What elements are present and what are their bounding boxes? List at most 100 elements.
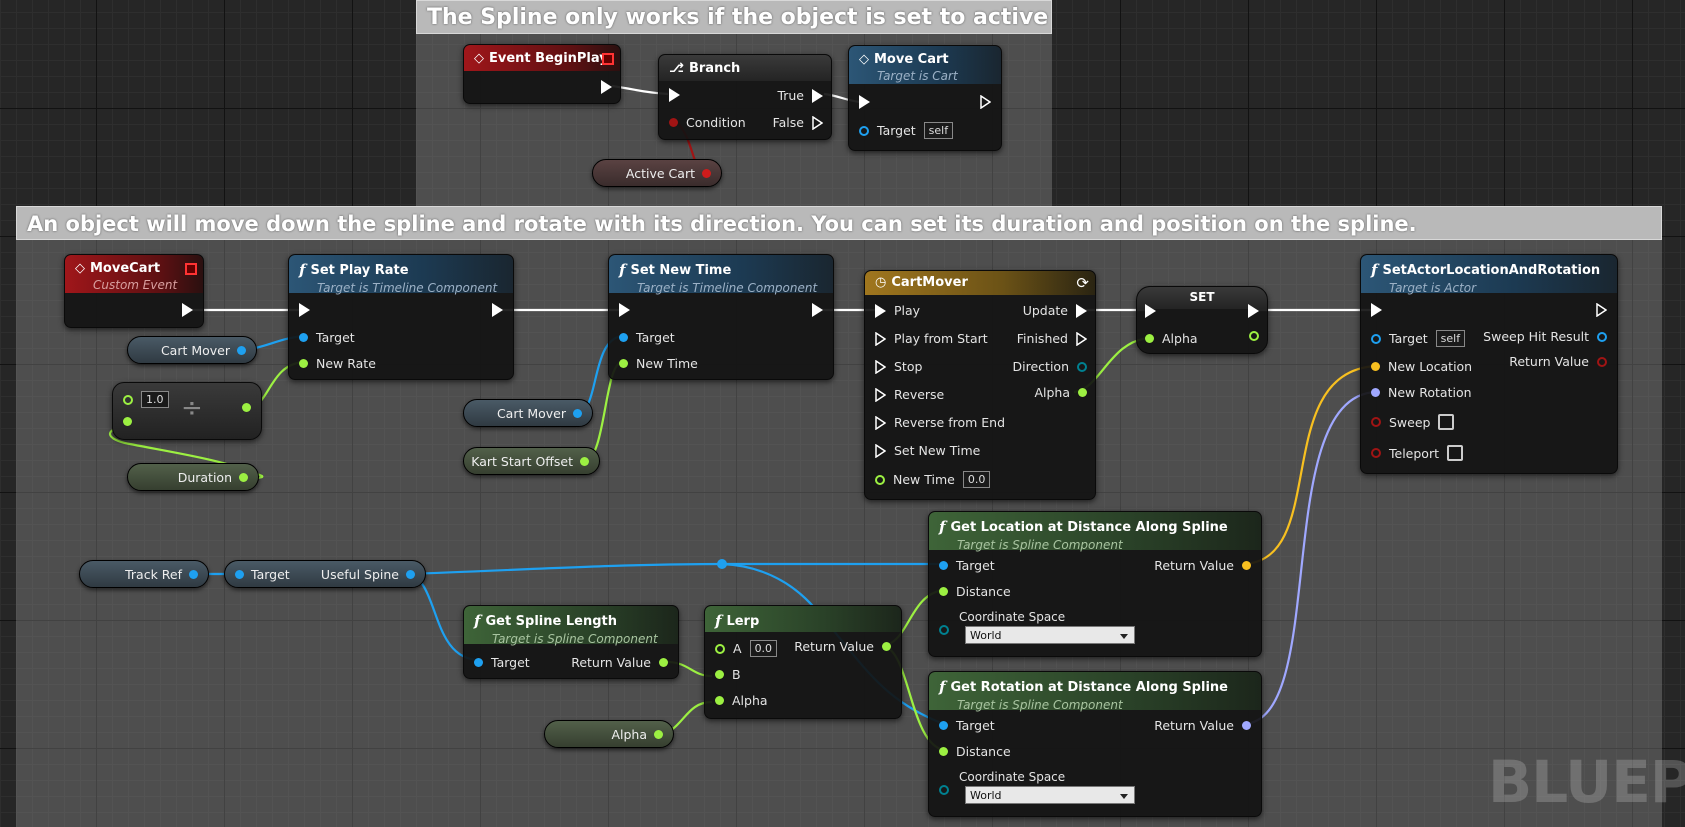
update-pin[interactable]: [1076, 303, 1087, 318]
exec-out-pin[interactable]: [980, 95, 991, 109]
exec-out-pin[interactable]: [1248, 304, 1259, 318]
alpha-pin[interactable]: [1078, 388, 1087, 397]
exec-in-pin[interactable]: [859, 95, 870, 109]
return-value-pin[interactable]: [1242, 721, 1251, 730]
node-movecart-event[interactable]: ◇MoveCart Custom Event: [64, 254, 204, 328]
a-value[interactable]: 0.0: [749, 640, 778, 657]
distance-pin[interactable]: [939, 747, 948, 756]
var-kart-start-offset[interactable]: Kart Start Offset: [463, 447, 600, 475]
finished-pin[interactable]: [1076, 331, 1087, 346]
new-time-pin[interactable]: [875, 474, 885, 485]
exec-in-pin[interactable]: [619, 303, 630, 317]
exec-out-pin[interactable]: [182, 303, 193, 317]
node-cartmover-timeline[interactable]: ◷CartMover ⟳ Play Play from Start Stop R…: [864, 270, 1096, 500]
float-out-pin[interactable]: [654, 729, 663, 739]
alpha-in-pin[interactable]: [1145, 334, 1154, 343]
a-pin[interactable]: [715, 643, 725, 654]
alpha-pin[interactable]: [715, 696, 724, 705]
teleport-pin[interactable]: [1371, 448, 1381, 458]
new-rate-pin[interactable]: [299, 359, 308, 368]
target-pin[interactable]: [299, 333, 308, 342]
play-pin[interactable]: [875, 303, 886, 318]
target-pin[interactable]: [859, 125, 869, 136]
alpha-out-pin[interactable]: [1249, 331, 1259, 341]
coord-pin[interactable]: [939, 785, 949, 795]
exec-in-pin[interactable]: [1145, 304, 1156, 318]
a-pin[interactable]: [123, 394, 133, 405]
node-useful-spine[interactable]: Target Useful Spine: [224, 560, 426, 588]
target-pin[interactable]: [939, 721, 948, 730]
var-cart-mover-1[interactable]: Cart Mover: [127, 336, 257, 364]
var-alpha[interactable]: Alpha: [544, 720, 674, 748]
target-pin[interactable]: [474, 658, 483, 667]
node-event-beginplay[interactable]: ◇Event BeginPlay: [463, 44, 621, 104]
reverse-from-end-pin[interactable]: [875, 415, 886, 430]
return-value-pin[interactable]: [1597, 356, 1607, 367]
target-pin[interactable]: [1371, 333, 1381, 344]
divide-out-pin[interactable]: [242, 403, 251, 412]
distance-pin[interactable]: [939, 587, 948, 596]
return-value-pin[interactable]: [659, 658, 668, 667]
var-duration[interactable]: Duration: [127, 463, 259, 491]
coordinate-space-select[interactable]: World: [965, 626, 1135, 644]
new-time-pin[interactable]: [619, 359, 628, 368]
new-location-pin[interactable]: [1371, 362, 1380, 371]
exec-in-pin[interactable]: [669, 88, 680, 102]
target-value[interactable]: self: [923, 122, 954, 139]
sweep-pin[interactable]: [1371, 417, 1381, 427]
target-value[interactable]: self: [1435, 330, 1466, 347]
exec-in-pin[interactable]: [1371, 303, 1382, 317]
exec-out-pin[interactable]: [1596, 303, 1607, 317]
target-pin[interactable]: [939, 561, 948, 570]
return-value-pin[interactable]: [882, 642, 891, 651]
node-branch[interactable]: ⎇Branch True Condition False: [658, 54, 832, 140]
direction-pin[interactable]: [1077, 361, 1087, 372]
object-out-pin[interactable]: [189, 569, 198, 579]
exec-out-pin[interactable]: [812, 303, 823, 317]
reverse-pin[interactable]: [875, 387, 886, 402]
sweep-hit-pin[interactable]: [1597, 331, 1607, 342]
coordinate-space-select[interactable]: World: [965, 786, 1135, 804]
exec-out-pin[interactable]: [492, 303, 503, 317]
var-active-cart[interactable]: Active Cart: [592, 159, 722, 187]
new-rotation-pin[interactable]: [1371, 388, 1380, 397]
sweep-checkbox[interactable]: [1438, 414, 1455, 430]
b-pin[interactable]: [123, 417, 132, 426]
teleport-checkbox[interactable]: [1447, 445, 1463, 461]
node-divide[interactable]: 1.0 ÷: [112, 382, 262, 440]
play-from-start-pin[interactable]: [875, 331, 886, 346]
condition-pin[interactable]: [669, 118, 678, 127]
object-out-pin[interactable]: [237, 345, 246, 355]
object-out-pin[interactable]: [573, 408, 582, 418]
delegate-pin-icon[interactable]: [602, 53, 614, 65]
coord-pin[interactable]: [939, 625, 949, 635]
node-set[interactable]: SET Alpha: [1136, 286, 1268, 354]
var-cart-mover-2[interactable]: Cart Mover: [463, 399, 593, 427]
return-value-pin[interactable]: [1242, 561, 1251, 570]
exec-out-pin[interactable]: [601, 80, 612, 94]
spine-out-pin[interactable]: [406, 569, 415, 579]
exec-in-pin[interactable]: [299, 303, 310, 317]
true-pin[interactable]: [812, 88, 823, 103]
stop-pin[interactable]: [875, 359, 886, 374]
var-track-ref[interactable]: Track Ref: [79, 560, 209, 588]
float-out-pin[interactable]: [580, 456, 589, 466]
false-pin[interactable]: [812, 115, 823, 130]
target-pin[interactable]: [619, 333, 628, 342]
new-time-value[interactable]: 0.0: [962, 471, 991, 488]
delegate-pin-icon[interactable]: [185, 263, 197, 275]
set-new-time-pin[interactable]: [875, 443, 886, 458]
bool-out-pin[interactable]: [702, 168, 711, 178]
float-out-pin[interactable]: [239, 472, 248, 482]
target-pin[interactable]: [235, 569, 244, 579]
divide-a-value[interactable]: 1.0: [141, 391, 169, 408]
b-pin[interactable]: [715, 670, 724, 679]
